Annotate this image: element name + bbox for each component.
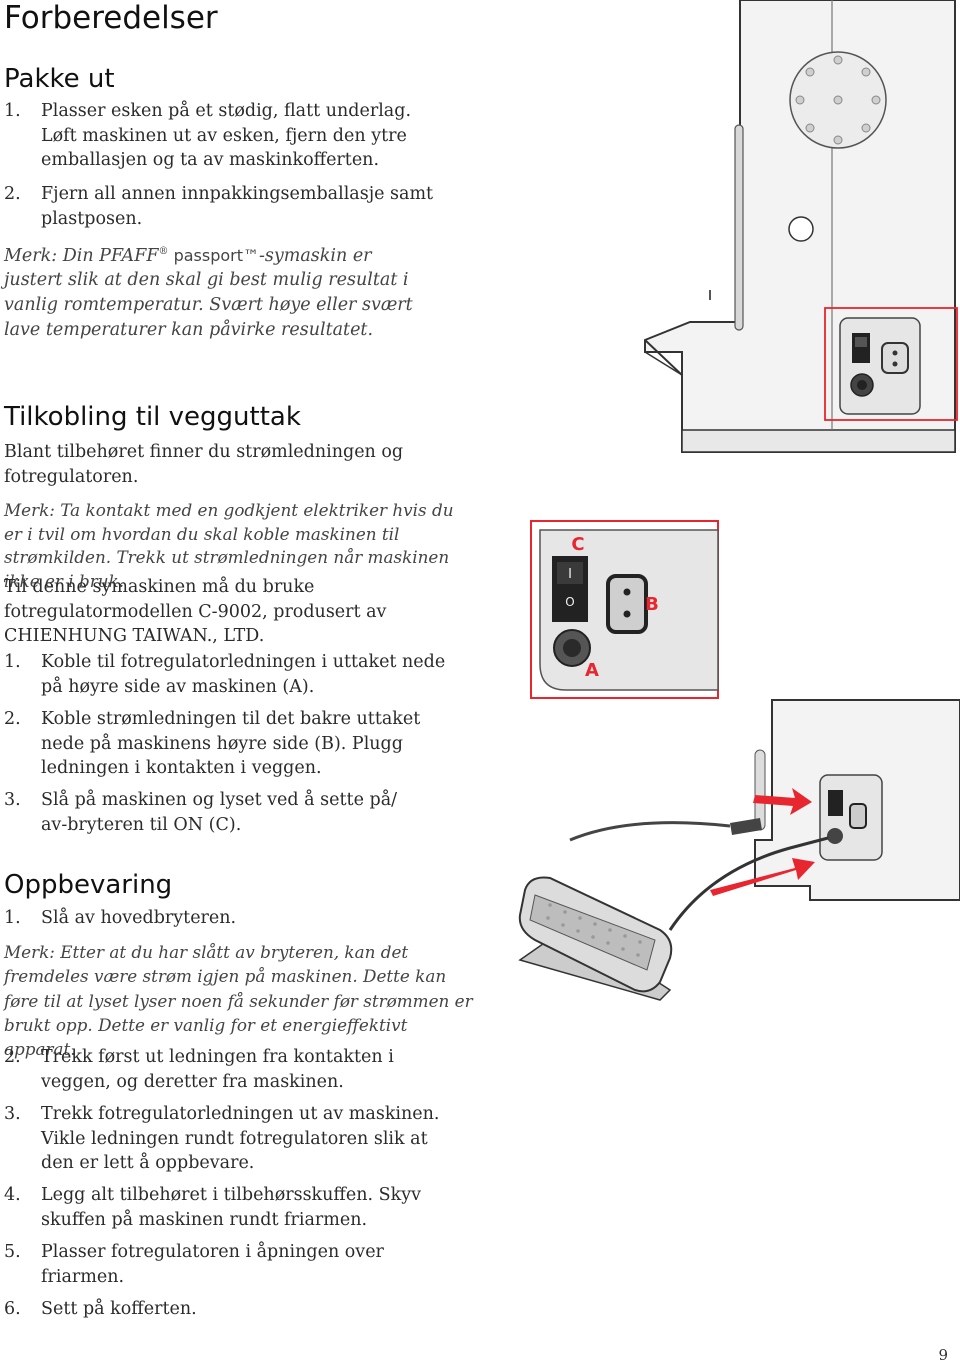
step-text: Sett på kofferten. bbox=[41, 1299, 197, 1319]
step-number: 2. bbox=[4, 184, 21, 204]
step-number: 5. bbox=[4, 1242, 21, 1262]
step-number: 2. bbox=[4, 709, 21, 729]
note-rest: -symaskin er justert slik at den skal gi… bbox=[4, 245, 413, 340]
step-text: Slå av hovedbryteren. bbox=[41, 908, 237, 928]
connect-intro: Blant tilbehøret finner du strømledninge… bbox=[4, 442, 404, 487]
connect-heading: Tilkobling til vegguttak bbox=[4, 402, 301, 432]
step-text: Legg alt tilbehøret i tilbehørsskuffen. … bbox=[41, 1185, 421, 1230]
page-number: 9 bbox=[938, 1346, 948, 1364]
step-text: Fjern all annen innpakkingsemballasje sa… bbox=[41, 184, 434, 229]
storage-note: Merk: Etter at du har slått av bryteren,… bbox=[4, 942, 473, 1060]
storage-heading: Oppbevaring bbox=[4, 870, 173, 900]
unpack-step-2: 2. Fjern all annen innpakkingsemballasje… bbox=[4, 182, 444, 231]
step-text: Plasser fotregulatoren i åpningen over f… bbox=[41, 1242, 384, 1287]
storage-step-3: 3. Trekk fotregulatorledningen ut av mas… bbox=[4, 1102, 464, 1176]
unpack-step-1: 1. Plasser esken på et stødig, flatt und… bbox=[4, 99, 444, 173]
note-prefix: Merk: Din PFAFF bbox=[4, 245, 159, 266]
step-text: Slå på maskinen og lyset ved å sette på/… bbox=[41, 790, 398, 835]
unpack-heading: Pakke ut bbox=[4, 64, 115, 94]
registered-mark: ® bbox=[158, 246, 169, 257]
storage-step-1: 1. Slå av hovedbryteren. bbox=[4, 906, 464, 931]
connect-step-1: 1. Koble til fotregulatorledningen i utt… bbox=[4, 650, 464, 699]
label-b: B bbox=[645, 594, 659, 615]
connect-note: Merk: Ta kontakt med en godkjent elektri… bbox=[4, 500, 454, 591]
storage-step-5: 5. Plasser fotregulatoren i åpningen ove… bbox=[4, 1240, 424, 1289]
connect-model-text: Til denne symaskinen må du bruke fotregu… bbox=[4, 577, 387, 647]
step-text: Koble til fotregulatorledningen i uttake… bbox=[41, 652, 446, 697]
step-number: 1. bbox=[4, 101, 21, 121]
label-a: A bbox=[585, 660, 599, 681]
step-text: Trekk fotregulatorledningen ut av maskin… bbox=[41, 1104, 440, 1174]
storage-step-6: 6. Sett på kofferten. bbox=[4, 1297, 424, 1322]
step-text: Koble strømledningen til det bakre uttak… bbox=[41, 709, 421, 779]
connect-step-3: 3. Slå på maskinen og lyset ved å sette … bbox=[4, 788, 424, 837]
arrow-icon bbox=[710, 858, 815, 896]
switch-off-label: O bbox=[565, 595, 574, 609]
machine-side-illustration bbox=[644, 0, 958, 453]
note-brand: passport™ bbox=[168, 245, 259, 265]
page-title: Forberedelser bbox=[4, 0, 218, 36]
foot-control-pedal bbox=[518, 876, 673, 1001]
step-number: 3. bbox=[4, 790, 21, 810]
arrow-icon bbox=[753, 788, 812, 815]
step-number: 3. bbox=[4, 1104, 21, 1124]
step-number: 1. bbox=[4, 908, 21, 928]
step-number: 6. bbox=[4, 1299, 21, 1319]
step-number: 1. bbox=[4, 652, 21, 672]
switch-on-label: I bbox=[568, 567, 572, 582]
step-text: Plasser esken på et stødig, flatt underl… bbox=[41, 101, 412, 171]
connector-panel-closeup: I O C B A bbox=[530, 520, 719, 699]
power-socket bbox=[606, 574, 648, 634]
step-text: Trekk først ut ledningen fra kontakten i… bbox=[41, 1047, 394, 1092]
label-c: C bbox=[571, 534, 584, 555]
unpack-note: Merk: Din PFAFF® passport™-symaskin er j… bbox=[4, 240, 424, 342]
storage-step-4: 4. Legg alt tilbehøret i tilbehørsskuffe… bbox=[4, 1183, 464, 1232]
step-number: 2. bbox=[4, 1047, 21, 1067]
foot-control-connection-illustration bbox=[518, 699, 960, 1001]
storage-step-2: 2. Trekk først ut ledningen fra kontakte… bbox=[4, 1045, 424, 1094]
connect-step-2: 2. Koble strømledningen til det bakre ut… bbox=[4, 707, 464, 781]
step-number: 4. bbox=[4, 1185, 21, 1205]
